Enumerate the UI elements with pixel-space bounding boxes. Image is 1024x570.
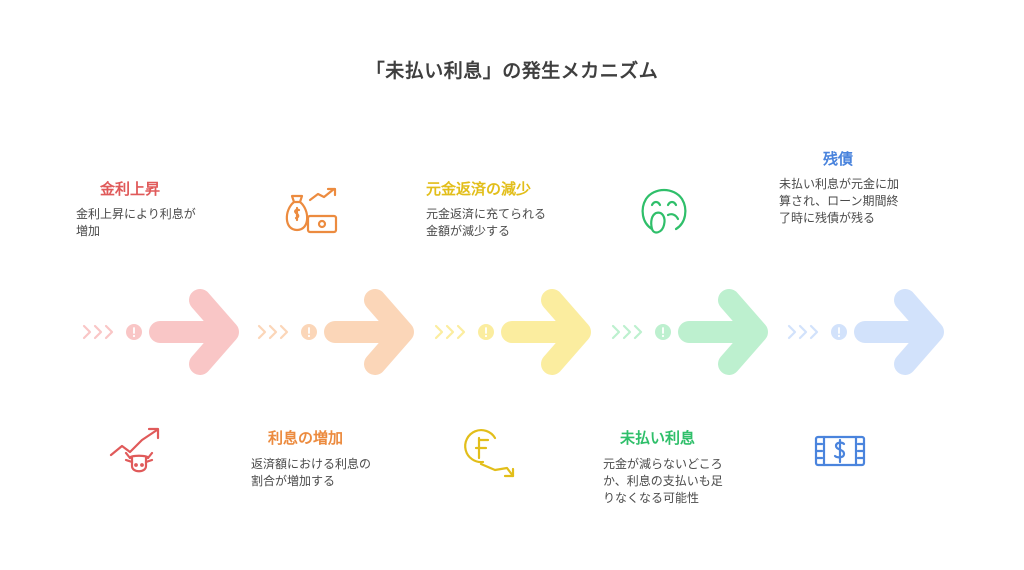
money-bag-growth-icon (282, 184, 342, 240)
step-2-description: 返済額における利息の割合が増加する (251, 457, 372, 488)
rising-arrow-bull-icon (108, 422, 164, 478)
flow-segment-5 (787, 289, 944, 375)
step-3-description: 元金返済に充てられる金額が減少する (426, 207, 547, 238)
flow-arrow-head (541, 289, 591, 375)
flow-chevron (798, 324, 808, 340)
flow-chevron (104, 324, 114, 340)
flow-arrow-head (364, 289, 414, 375)
step-5-description: 未払い利息が元金に加算され、ローン期間終了時に残債が残る (779, 177, 900, 225)
flow-chevron (611, 324, 621, 340)
step-1-description: 金利上昇により利息が増加 (76, 207, 196, 238)
step-5-title: 残債 (823, 150, 854, 168)
flow-chevron (257, 324, 267, 340)
flow-chevron (82, 324, 92, 340)
flow-chevron (268, 324, 278, 340)
declining-coin-icon (459, 424, 519, 480)
cash-bills-icon (812, 433, 868, 469)
flow-segment-3 (434, 289, 591, 375)
flow-chevron (279, 324, 289, 340)
flow-arrows (82, 289, 944, 375)
flow-chevron (456, 324, 466, 340)
flow-arrow-head (189, 289, 239, 375)
flow-chevron (93, 324, 103, 340)
flow-chevron (434, 324, 444, 340)
step-4-description: 元金が減らないどころか、利息の支払いも足りなくなる可能性 (603, 457, 723, 505)
flow-arrow-head (718, 289, 768, 375)
flow-segment-4 (611, 289, 768, 375)
flow-segment-2 (257, 289, 414, 375)
worried-face-icon (638, 183, 690, 239)
step-2-title: 利息の増加 (268, 429, 344, 447)
flow-chevron (633, 324, 643, 340)
step-4-title: 未払い利息 (620, 429, 696, 447)
step-3-title: 元金返済の減少 (426, 180, 532, 198)
flow-arrow-head (894, 289, 944, 375)
flow-chevron (622, 324, 632, 340)
flow-chevron (809, 324, 819, 340)
step-1-title: 金利上昇 (100, 180, 161, 198)
flow-chevron (787, 324, 797, 340)
flow-chevron (445, 324, 455, 340)
flow-segment-1 (82, 289, 239, 375)
diagram-title: 「未払い利息」の発生メカニズム (365, 60, 659, 82)
